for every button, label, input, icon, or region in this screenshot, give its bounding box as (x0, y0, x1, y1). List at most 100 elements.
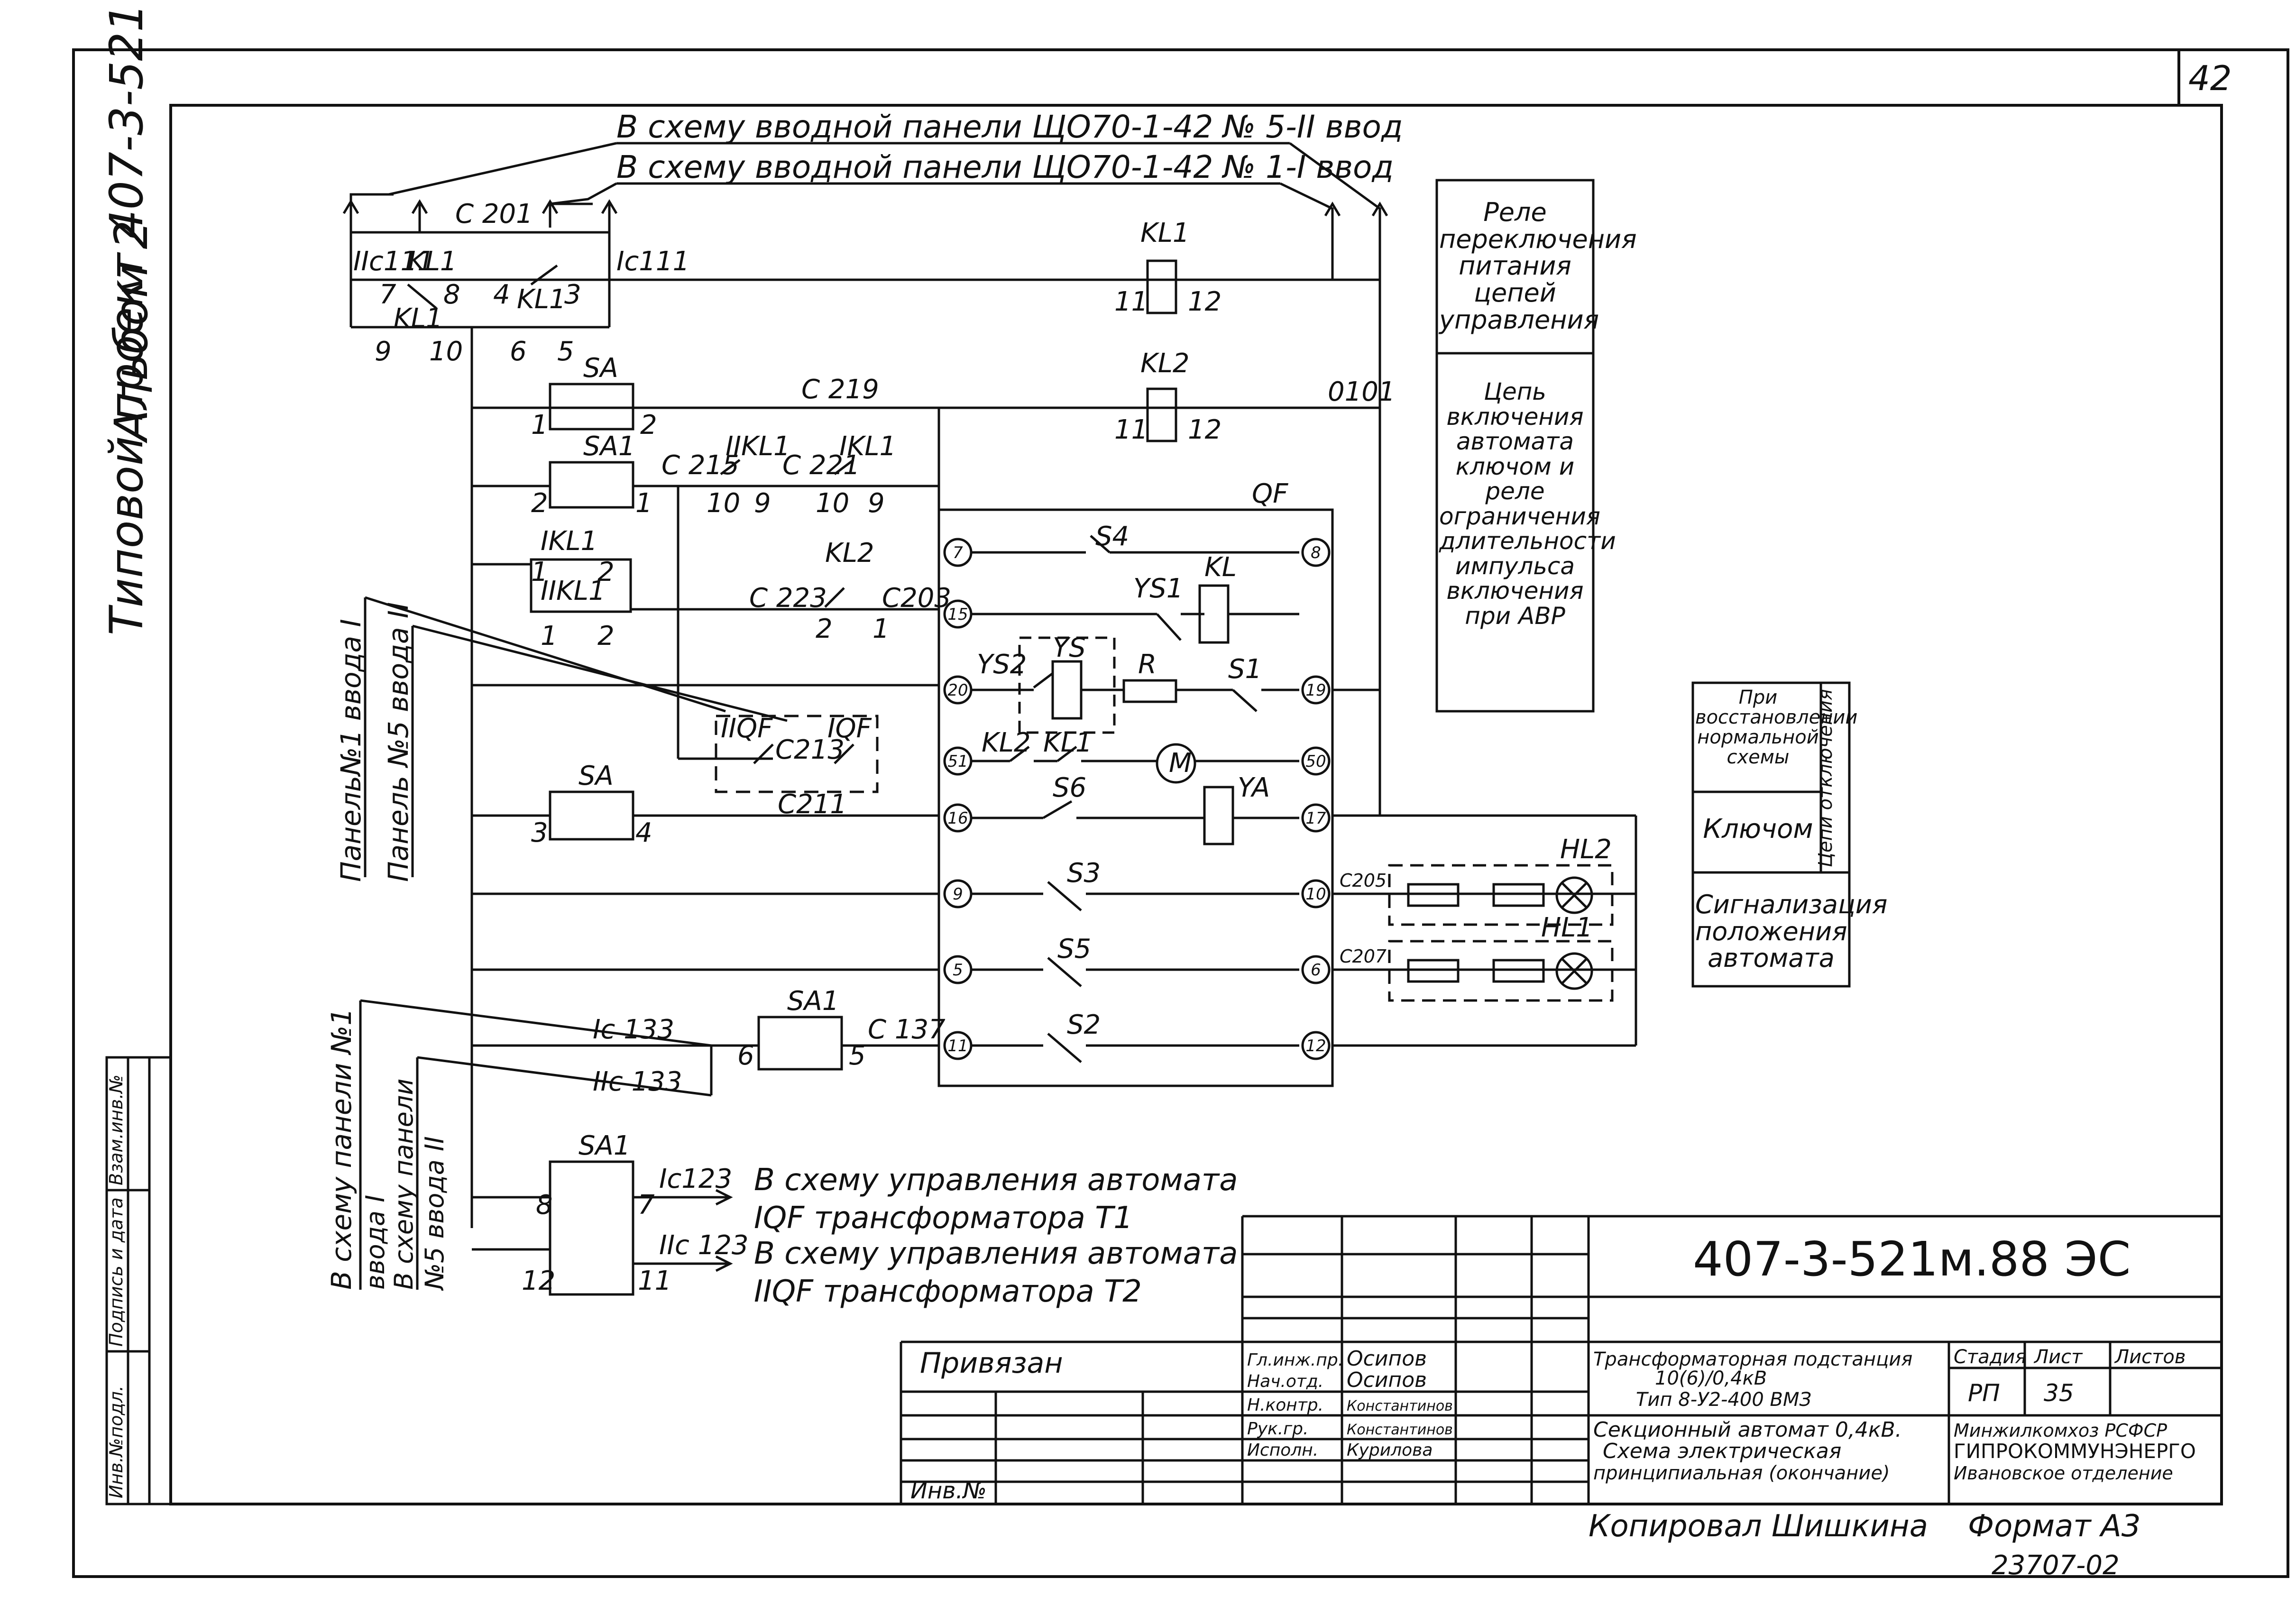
project-line-1: Трансформаторная подстанция (1593, 1349, 1912, 1370)
qf-term-9: 9 (953, 885, 963, 904)
lbl-hl1: HL1 (1541, 912, 1593, 943)
panel-5-label: Панель №5 ввода II (382, 602, 414, 882)
side-subtitle: Альбом 2 (105, 220, 158, 444)
lists-header: Листов (2114, 1346, 2186, 1368)
name-1: Осипов (1347, 1347, 1427, 1371)
lbl-c203: С203 (882, 583, 951, 614)
sheet-line-3: принципиальная (окончание) (1593, 1462, 1890, 1484)
lbl-n7-low: 7 (638, 1190, 655, 1220)
project-line-2: 10(6)/0,4кВ (1655, 1367, 1767, 1389)
lbl-kl: KL (1204, 552, 1237, 583)
panel-1-label: Панель№1 ввода I (335, 619, 367, 882)
name-4: Константинов (1347, 1422, 1453, 1438)
lbl-n5: 5 (849, 1040, 866, 1071)
qf-term-7: 7 (953, 543, 963, 562)
lbl-1a: 1 (531, 410, 548, 440)
left-strip (105, 1056, 172, 1505)
org-line-1: Минжилкомхоз РСФСР (1954, 1420, 2167, 1441)
legend-position-signal: Сигнализация положения автомата (1695, 890, 1888, 973)
org-line-3: Ивановское отделение (1954, 1463, 2173, 1484)
lbl-2d: 2 (597, 621, 615, 651)
legend-trip-circuits: Цепи отключения (1815, 688, 1837, 868)
lbl-ic111: Iс111 (616, 246, 689, 277)
note-control-2b: IIQF трансформатора Т2 (754, 1274, 1142, 1309)
lbl-1d: 1 (541, 621, 558, 651)
qf-term-51: 51 (947, 752, 968, 771)
lbl-n3: 3 (564, 279, 581, 310)
lbl-iikl1: IIKL1 (726, 431, 790, 462)
lbl-0101: 0101 (1328, 376, 1396, 407)
note-control-1a: В схему управления автомата (754, 1163, 1238, 1198)
qf-term-20: 20 (947, 681, 968, 700)
lbl-c219: С 219 (801, 374, 879, 405)
name-2: Осипов (1347, 1368, 1427, 1392)
lbl-c223: С 223 (749, 583, 827, 614)
lbl-sa1-top: SA1 (583, 431, 635, 462)
lbl-n10: 10 (429, 336, 463, 367)
legend-restoration: При восстановлении нормальной схемы (1695, 687, 1858, 768)
qf-term-8: 8 (1311, 543, 1321, 562)
lbl-iic111: IIс111 (353, 246, 434, 277)
role-3: Н.контр. (1247, 1395, 1323, 1415)
qf-title: QF (1252, 478, 1288, 509)
qf-term-50: 50 (1305, 752, 1326, 771)
lbl-9c: 9 (868, 488, 885, 519)
qf-term-10: 10 (1305, 885, 1326, 904)
panel-note-2: ввода I (360, 1195, 390, 1290)
lbl-c205: С205 (1340, 870, 1387, 891)
lbl-2b: 2 (531, 488, 548, 519)
lbl-n5: 5 (557, 336, 574, 367)
lbl-s2: S2 (1067, 1009, 1101, 1040)
lbl-c201: С 201 (455, 199, 533, 229)
lbl-2c: 2 (597, 557, 615, 587)
lbl-hl2: HL2 (1560, 834, 1612, 865)
lbl-4f: 4 (635, 817, 652, 848)
lbl-n8: 8 (443, 279, 460, 310)
lbl-kl2-b: KL2 (825, 538, 874, 569)
lbl-c137: С 137 (868, 1014, 946, 1045)
stage-value: РП (1968, 1379, 2000, 1407)
panel-note-3: В схему панели (389, 1079, 419, 1290)
name-5: Курилова (1347, 1440, 1433, 1460)
role-2: Нач.отд. (1247, 1372, 1323, 1391)
project-line-3: Тип 8-У2-400 ВМЗ (1636, 1389, 1811, 1411)
name-3: Константинов (1347, 1398, 1453, 1414)
role-5: Исполн. (1247, 1440, 1318, 1460)
legend-relay-switching: Реле переключения питания цепей управлен… (1439, 197, 1637, 335)
lbl-ys2: YS2 (977, 649, 1027, 680)
lbl-n4: 4 (493, 279, 510, 310)
panel-note-4: №5 ввода II (420, 1136, 450, 1291)
qf-term-16: 16 (947, 809, 968, 828)
lbl-1c: 1 (531, 557, 548, 587)
lbl-10c: 10 (816, 488, 849, 519)
lbl-sa1-b: SA1 (787, 986, 839, 1017)
legend-closing-circuit: Цепь включения автомата ключом и реле ог… (1439, 378, 1616, 630)
lbl-12b: 12 (1188, 414, 1221, 445)
lbl-n7: 7 (379, 279, 396, 310)
lbl-12a: 12 (1188, 286, 1221, 317)
note-control-1b: IQF трансформатора Т1 (754, 1201, 1133, 1236)
lbl-c213: С213 (775, 734, 845, 765)
qf-term-19: 19 (1305, 681, 1326, 700)
lbl-10b: 10 (707, 488, 740, 519)
lbl-kl2-qf: KL2 (982, 727, 1031, 758)
lbl-iic133: IIс 133 (593, 1066, 682, 1097)
qf-term-15: 15 (947, 605, 968, 624)
lbl-n12-low: 12 (522, 1266, 555, 1296)
lbl-iiqf: IIQF (721, 713, 773, 744)
lbl-kl1-c: KL1 (517, 284, 566, 315)
lbl-s6: S6 (1053, 772, 1086, 803)
legend-key: Ключом (1703, 814, 1813, 844)
lbl-ikl1: IKL1 (839, 431, 896, 462)
page-number: 42 (2188, 58, 2232, 98)
lbl-3f: 3 (531, 817, 548, 848)
lbl-n6: 6 (510, 336, 527, 367)
lbl-c207: С207 (1340, 946, 1387, 967)
lbl-11a: 11 (1114, 286, 1148, 317)
feed-note-2: В схему вводной панели ЩО70-1-42 № 5-II … (616, 109, 1403, 145)
lbl-s3: S3 (1067, 858, 1101, 889)
left-strip-c2: Подпись и дата (106, 1197, 127, 1347)
legend-signal (1691, 681, 1851, 988)
qf-term-6: 6 (1311, 961, 1321, 980)
outer-frame (72, 48, 2289, 1578)
